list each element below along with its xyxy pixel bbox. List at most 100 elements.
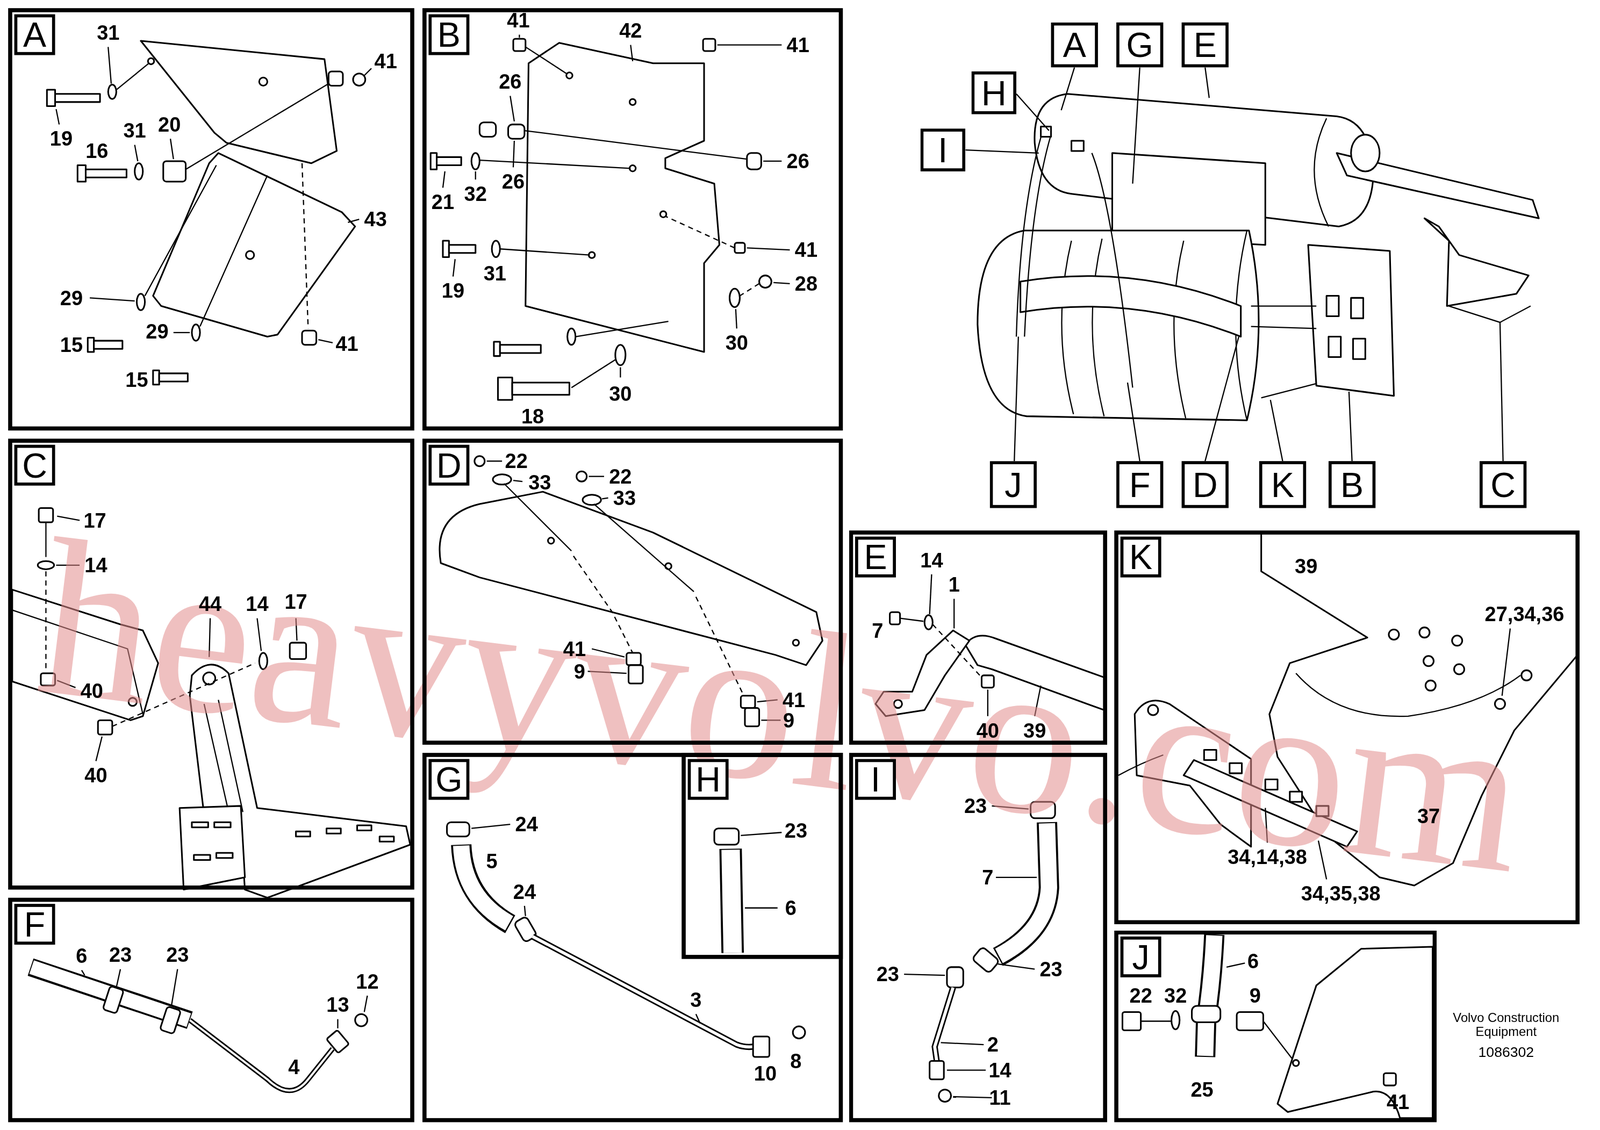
line-art bbox=[524, 906, 526, 917]
line-art bbox=[512, 382, 570, 396]
view-letter: E bbox=[863, 539, 887, 575]
panel-tag: K bbox=[1120, 536, 1162, 578]
callout-number: 12 bbox=[355, 971, 379, 992]
callout-number: 22 bbox=[505, 450, 528, 472]
line-art bbox=[1308, 245, 1394, 397]
callout-number: 37 bbox=[1417, 806, 1440, 827]
panel-tag: A bbox=[14, 14, 56, 56]
line-art bbox=[532, 936, 753, 1048]
line-art bbox=[1349, 391, 1353, 462]
line-art bbox=[1071, 140, 1085, 152]
line-art bbox=[85, 169, 127, 178]
view-letter: E bbox=[1193, 27, 1217, 63]
detail-panel: C bbox=[8, 438, 415, 890]
line-art bbox=[199, 175, 268, 327]
line-art bbox=[1014, 336, 1019, 462]
line-art bbox=[1351, 297, 1364, 319]
line-art bbox=[929, 574, 932, 615]
line-art bbox=[929, 1061, 945, 1080]
line-art bbox=[163, 161, 186, 182]
callout-number: 6 bbox=[785, 898, 797, 919]
callout-number: 26 bbox=[501, 171, 525, 192]
line-art bbox=[302, 330, 317, 346]
line-art bbox=[702, 38, 716, 52]
line-art bbox=[134, 163, 143, 180]
callout-number: 41 bbox=[1386, 1091, 1410, 1112]
detail-panel: A bbox=[8, 8, 415, 431]
callout-number: 22 bbox=[1129, 985, 1153, 1007]
callout-number: 22 bbox=[608, 466, 632, 487]
line-art bbox=[171, 969, 178, 1007]
line-art bbox=[1521, 670, 1532, 681]
line-art bbox=[965, 149, 1039, 154]
line-art bbox=[461, 845, 509, 924]
line-art bbox=[735, 309, 737, 329]
callout-number: 39 bbox=[1294, 556, 1318, 577]
callout-number: 29 bbox=[145, 321, 169, 342]
line-art bbox=[747, 153, 762, 170]
line-art bbox=[498, 377, 513, 400]
line-art bbox=[1454, 664, 1465, 675]
callout-number: 41 bbox=[335, 333, 358, 355]
line-art bbox=[1204, 67, 1210, 98]
callout-number: 15 bbox=[60, 334, 83, 356]
line-art bbox=[510, 95, 515, 121]
view-callout-box: H bbox=[971, 71, 1017, 115]
callout-number: 14 bbox=[84, 555, 107, 576]
view-letter: F bbox=[1129, 467, 1151, 503]
line-art bbox=[998, 964, 1035, 970]
callout-number: 33 bbox=[613, 488, 636, 509]
line-art bbox=[159, 373, 188, 382]
callout-number: 31 bbox=[96, 22, 120, 43]
view-letter: A bbox=[23, 17, 47, 53]
line-art bbox=[153, 370, 160, 385]
view-letter: A bbox=[1063, 27, 1087, 63]
view-callout-box: G bbox=[1116, 22, 1164, 68]
panel-h-art bbox=[714, 828, 782, 954]
view-callout-box: C bbox=[1479, 461, 1527, 508]
callout-number: 21 bbox=[431, 191, 455, 213]
callout-number: 5 bbox=[486, 850, 498, 872]
line-art bbox=[347, 219, 360, 223]
line-art bbox=[77, 165, 86, 182]
view-callout-box: E bbox=[1181, 22, 1229, 68]
line-art bbox=[102, 986, 124, 1015]
line-art bbox=[934, 987, 953, 1062]
line-art bbox=[1270, 399, 1283, 462]
line-art bbox=[191, 822, 208, 828]
callout-number: 41 bbox=[782, 689, 806, 710]
callout-number: 27,34,36 bbox=[1484, 604, 1565, 625]
callout-number: 6 bbox=[1247, 950, 1259, 972]
view-letter: D bbox=[1192, 467, 1218, 503]
line-art bbox=[246, 250, 255, 260]
line-art bbox=[1353, 338, 1366, 360]
line-art bbox=[479, 160, 631, 169]
line-art bbox=[89, 297, 135, 301]
line-art bbox=[1383, 1073, 1396, 1086]
view-letter: H bbox=[695, 762, 721, 798]
line-art bbox=[153, 153, 356, 337]
line-art bbox=[173, 332, 190, 334]
line-art bbox=[1204, 935, 1215, 1057]
line-art bbox=[946, 1069, 986, 1071]
line-art bbox=[763, 160, 782, 162]
detail-panel: E bbox=[849, 530, 1108, 745]
line-art bbox=[1061, 67, 1075, 111]
callout-number: 14 bbox=[988, 1060, 1012, 1081]
panel-b-art bbox=[430, 34, 790, 401]
line-art bbox=[364, 68, 372, 76]
line-art bbox=[38, 508, 54, 523]
line-art bbox=[1452, 635, 1463, 647]
line-art bbox=[318, 339, 333, 343]
line-art bbox=[116, 63, 149, 90]
line-art bbox=[576, 471, 587, 482]
line-art bbox=[194, 855, 211, 860]
line-art bbox=[1251, 306, 1317, 399]
panel-tag: F bbox=[14, 903, 56, 945]
callout-number: 40 bbox=[84, 765, 107, 786]
callout-number: 9 bbox=[783, 709, 795, 731]
line-art bbox=[903, 974, 945, 976]
view-callout-box: J bbox=[989, 461, 1037, 508]
line-art bbox=[934, 987, 953, 1062]
